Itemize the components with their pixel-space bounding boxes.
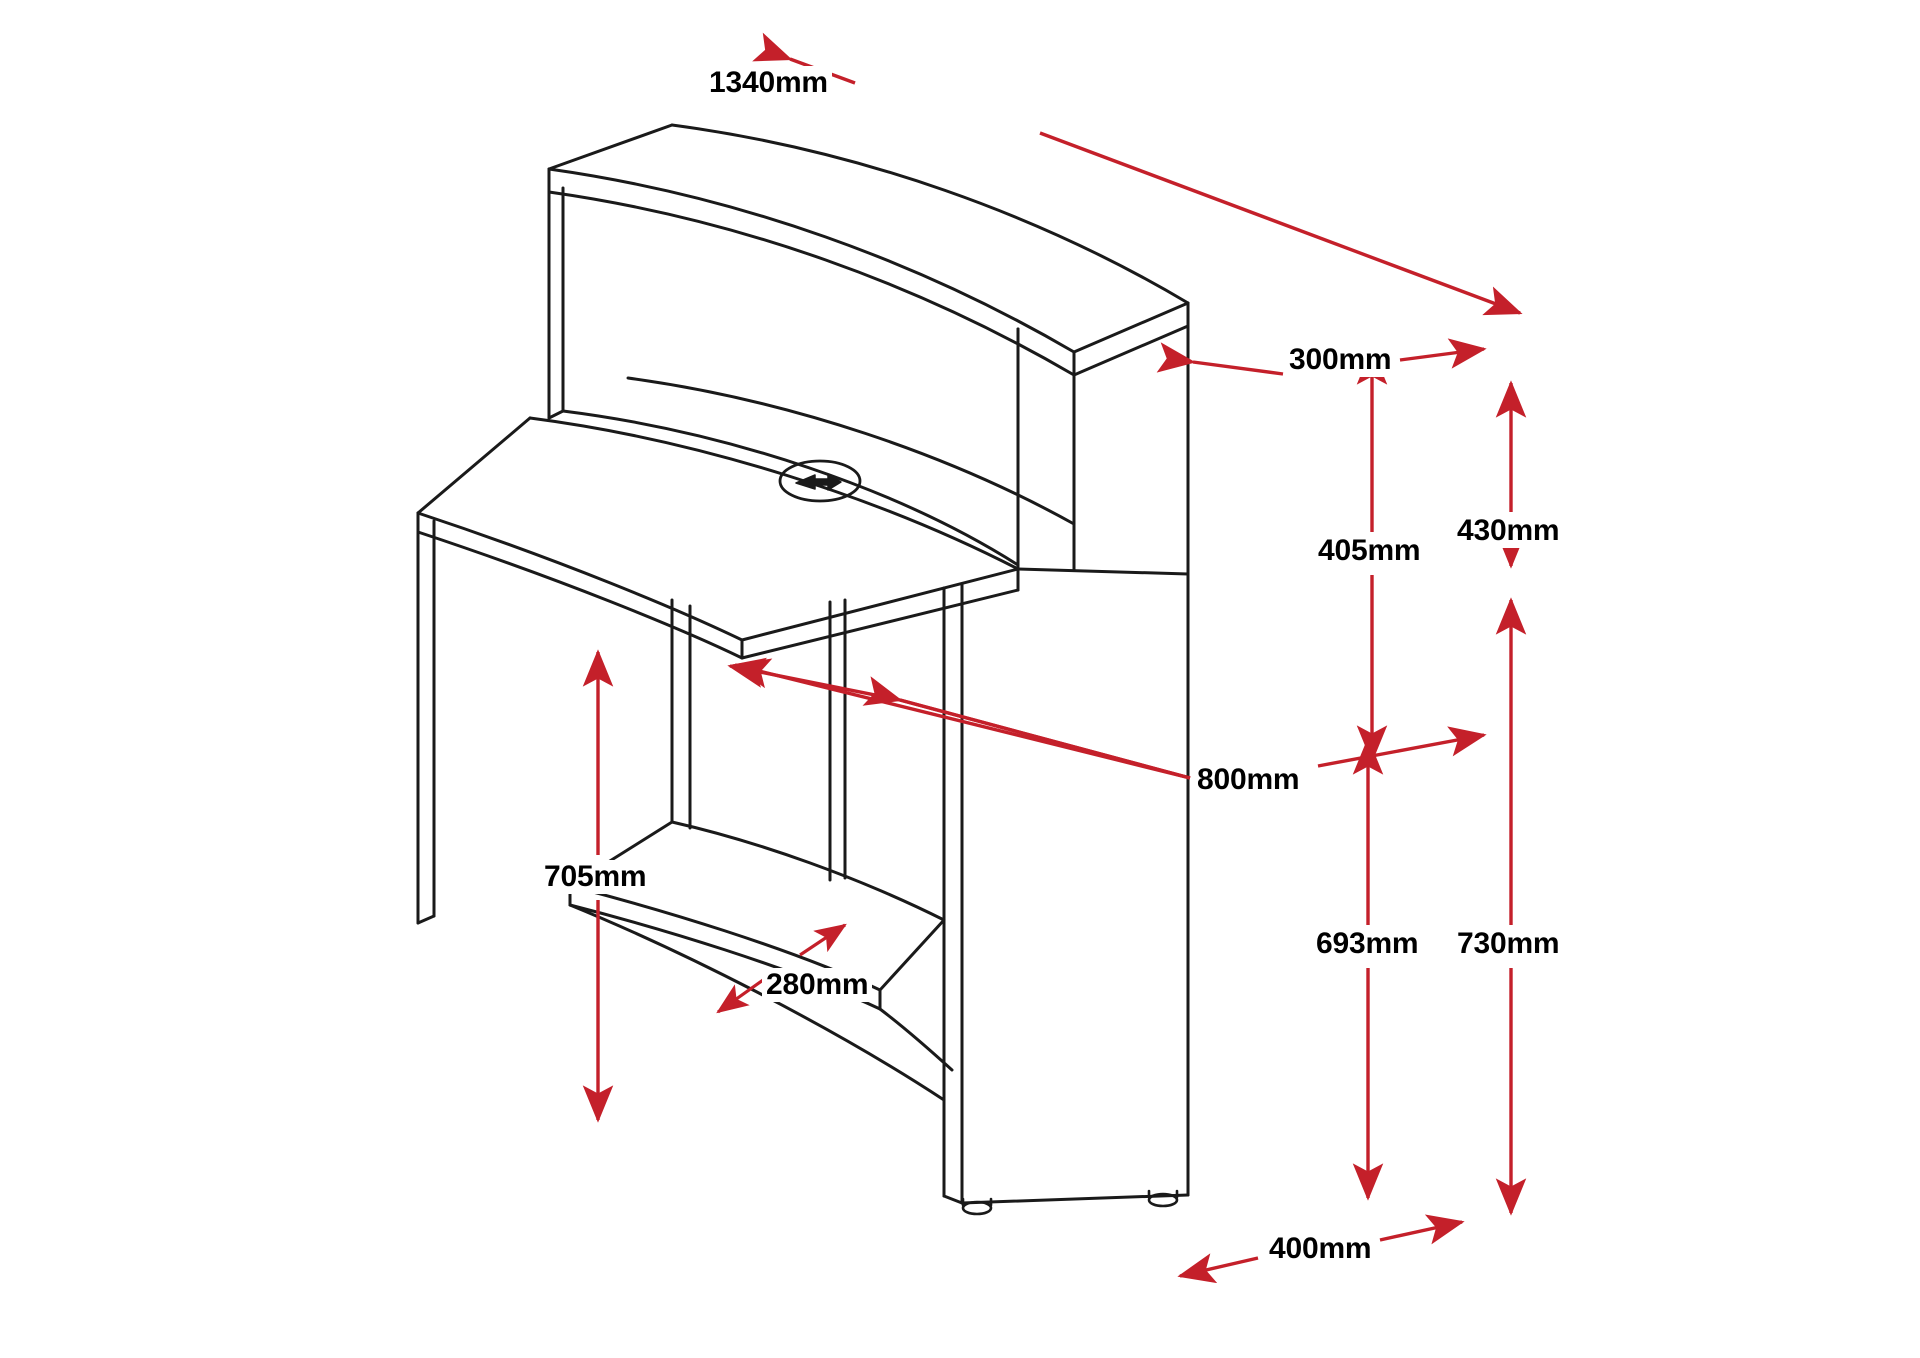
cable-grommet-flap — [795, 473, 842, 491]
desk-worktop — [416, 416, 1020, 660]
hutch-left-support — [547, 186, 565, 420]
dimension-label-worktop-depth: 800mm — [1193, 763, 1304, 797]
dimension-worktop-depth-left-arm — [732, 658, 1191, 780]
hutch-back-panel — [561, 376, 1076, 567]
dimension-label-end-panel-depth: 400mm — [1265, 1232, 1376, 1266]
floor-glide — [961, 1189, 1179, 1216]
dimension-label-desk-clear-height: 705mm — [540, 860, 651, 894]
left-end-panel — [416, 511, 436, 925]
dimension-label-hutch-depth: 300mm — [1285, 343, 1396, 377]
dimension-modesty-offset — [716, 923, 847, 1014]
modesty-panel — [568, 820, 946, 1011]
dimension-end-panel-depth — [1177, 1214, 1465, 1284]
dimension-label-overall-width: 1340mm — [705, 66, 832, 100]
furniture-outline — [416, 123, 1190, 1216]
dimension-label-modesty-offset: 280mm — [762, 968, 873, 1002]
right-end-panel — [942, 572, 1190, 1205]
dimension-hutch-depth — [1156, 338, 1487, 376]
dimension-lines — [582, 32, 1527, 1284]
hutch-top-panel — [547, 123, 1190, 377]
center-divider — [828, 598, 847, 882]
desk-left-inner-panel — [670, 598, 692, 830]
dimension-label-hutch-total-height: 430mm — [1453, 514, 1564, 548]
modesty-lower-curve — [568, 903, 954, 1102]
dimension-overall-width — [752, 32, 1523, 316]
dimension-label-end-panel-height: 693mm — [1312, 927, 1423, 961]
dimension-label-desk-height: 730mm — [1453, 927, 1564, 961]
dimension-label-hutch-panel-height: 405mm — [1314, 534, 1425, 568]
cable-grommet — [778, 459, 862, 503]
